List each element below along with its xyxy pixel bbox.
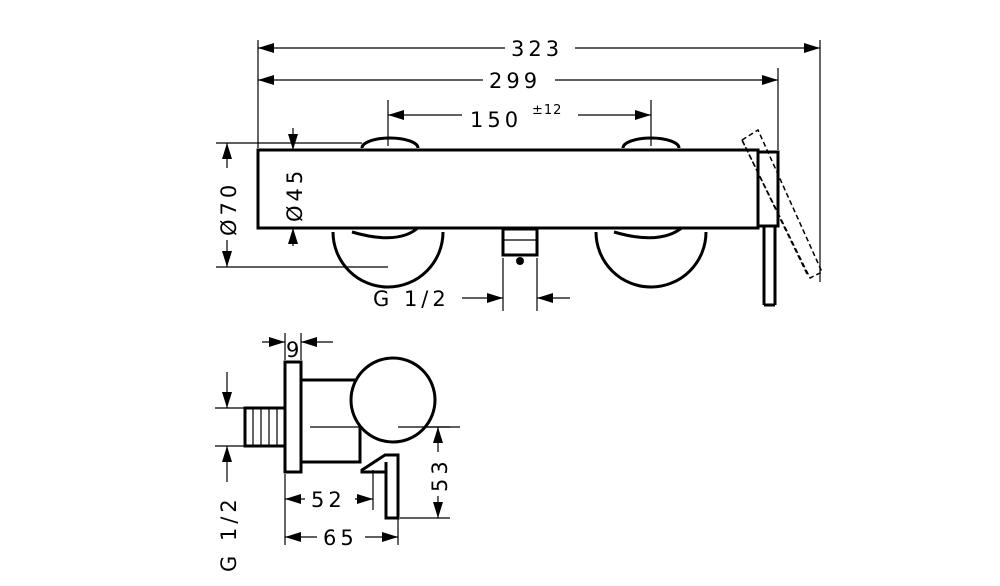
cartridge-circle[interactable]	[349, 356, 437, 444]
arrow-65-right	[382, 532, 398, 542]
arrow-52-right	[357, 494, 373, 504]
side-view: 9 G 1/2 52 65 53	[215, 333, 460, 572]
lever-cap	[756, 150, 780, 228]
dim-323-label: 323	[511, 37, 563, 61]
right-rosette	[594, 231, 708, 289]
lever-alt-inner	[741, 139, 809, 277]
arrow-323-left	[258, 43, 274, 53]
arrow-299-right	[762, 75, 778, 85]
dim-150-tolerance: ±12	[532, 103, 562, 118]
wall-plate	[283, 360, 303, 474]
arrow-9-left	[269, 337, 285, 347]
outlet-nipple	[516, 257, 524, 265]
left-rosette-top	[360, 136, 420, 149]
arrow-70-bottom	[222, 251, 232, 267]
arrow-thread-left	[487, 293, 503, 303]
dim-299-label: 299	[489, 69, 541, 93]
mixer-body	[256, 148, 760, 230]
dim-70-label: Ø70	[217, 181, 241, 236]
arrow-53-bottom	[433, 502, 443, 518]
dim-45-label: Ø45	[283, 167, 307, 222]
lever-body	[360, 453, 400, 520]
arrow-150-left	[388, 110, 404, 120]
threaded-inlet	[243, 406, 287, 448]
arrow-thread-right	[537, 293, 553, 303]
dim-53-label: 53	[428, 457, 452, 492]
arrow-53-top	[433, 427, 443, 443]
front-view: 323 299 150 ±12 Ø70 Ø45	[216, 37, 823, 311]
dim-150-label: 150	[470, 108, 522, 132]
dim-52-label: 52	[311, 488, 346, 512]
arrow-299-left	[258, 75, 274, 85]
arrow-70-top	[222, 143, 232, 159]
dim-inlet-label: G 1/2	[217, 495, 241, 572]
arrow-9-right	[301, 337, 317, 347]
outlet-connector	[501, 227, 539, 257]
lever-alt-position	[741, 128, 823, 280]
dim-65-label: 65	[323, 526, 358, 550]
arrow-52-left	[285, 494, 301, 504]
arrow-323-right	[804, 43, 820, 53]
dim-9-label: 9	[286, 338, 303, 362]
left-rosette	[331, 231, 445, 289]
arrow-inlet-top	[222, 392, 232, 408]
arrow-inlet-bottom	[222, 446, 232, 462]
arrow-45-top	[288, 134, 298, 150]
dim-thread-label: G 1/2	[373, 287, 450, 311]
arrow-150-right	[635, 110, 651, 120]
arrow-45-bottom	[288, 228, 298, 244]
arrow-65-left	[285, 532, 301, 542]
